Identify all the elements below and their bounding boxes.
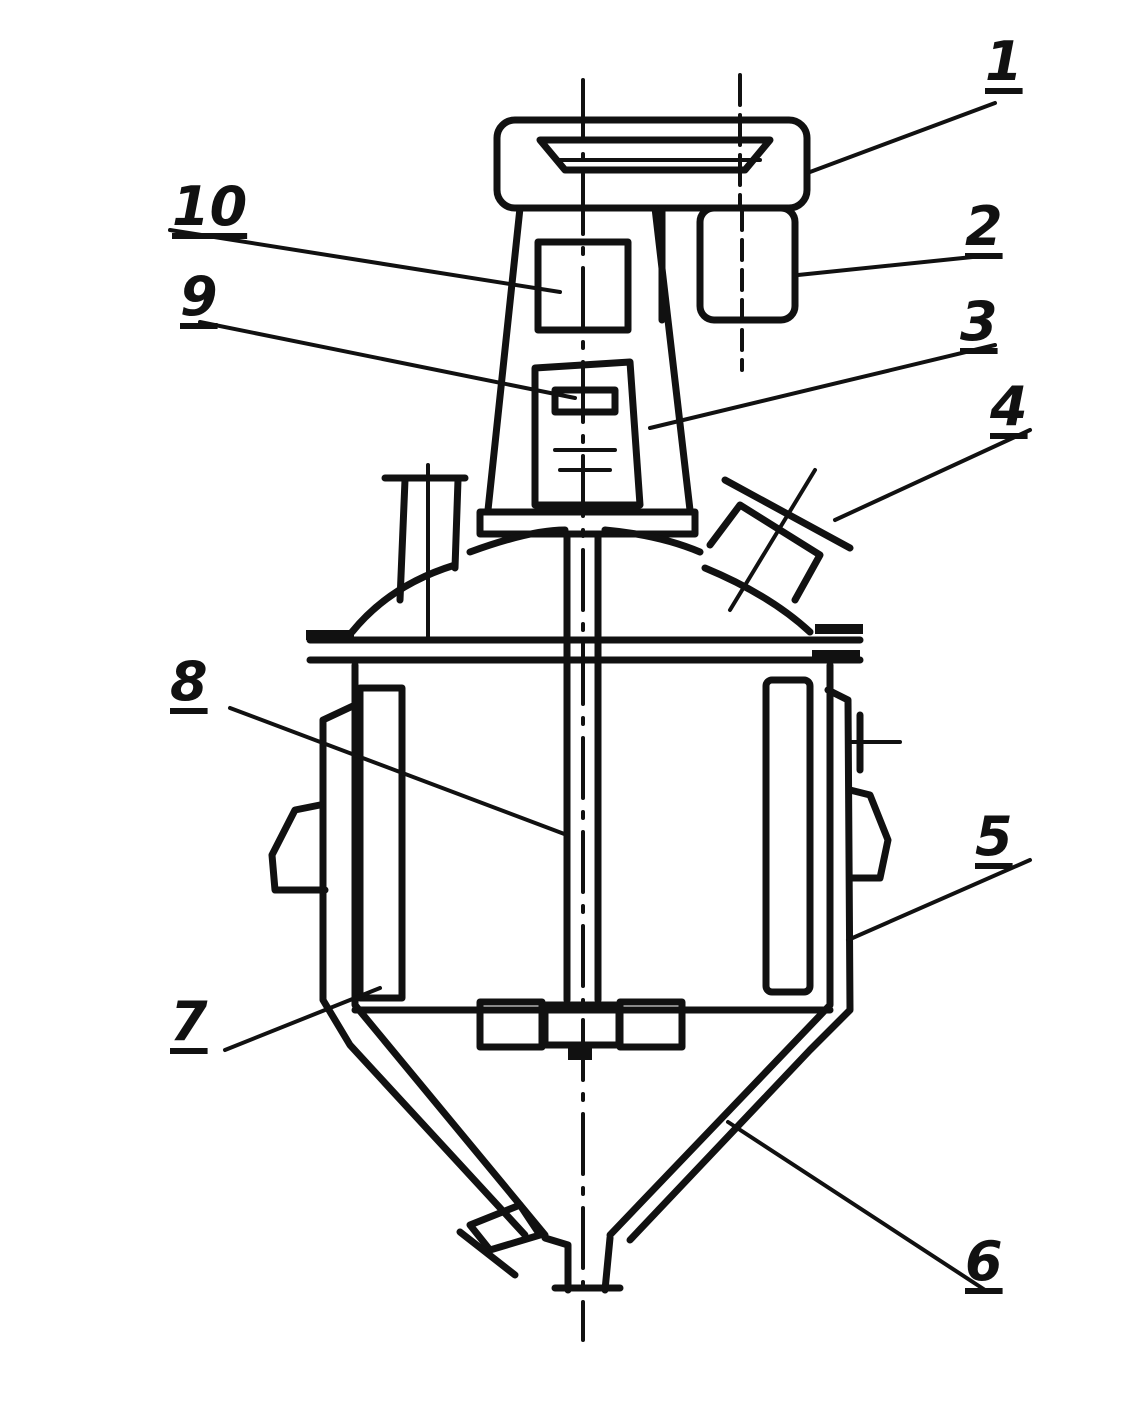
inlet-nozzle [381, 463, 469, 642]
body-flange [306, 624, 864, 664]
callout-4: 4 [990, 375, 1028, 438]
callout-6: 6 [965, 1230, 1003, 1293]
callout-2: 2 [965, 195, 1003, 258]
vessel-wall [351, 661, 834, 1239]
drive-stand [484, 204, 694, 514]
right-baffle [762, 676, 814, 996]
callout-5: 5 [975, 805, 1013, 868]
bottom-outlet [541, 1234, 624, 1294]
callout-10: 10 [172, 175, 248, 238]
callout-8: 8 [170, 650, 208, 713]
inclined-hatch [706, 468, 854, 612]
callout-7: 7 [170, 990, 208, 1053]
support-lug-right [846, 786, 892, 882]
shaft-seal [531, 358, 644, 509]
jacket-inlet [848, 711, 902, 774]
drain-valve [456, 1201, 544, 1279]
jacket-outer [319, 686, 854, 1244]
callout-9: 9 [180, 265, 218, 328]
dome-lid [348, 526, 814, 636]
leader-lines [168, 101, 1032, 1292]
support-lug-left [268, 801, 329, 894]
gear-reducer [493, 73, 811, 212]
agitator-impeller [476, 998, 686, 1060]
callout-3: 3 [960, 290, 998, 353]
coupling [534, 238, 632, 334]
agitator-shaft [563, 531, 602, 1004]
electric-motor [696, 204, 799, 372]
callout-1: 1 [985, 30, 1023, 93]
left-baffle [356, 684, 406, 1002]
mounting-plate [476, 508, 699, 538]
